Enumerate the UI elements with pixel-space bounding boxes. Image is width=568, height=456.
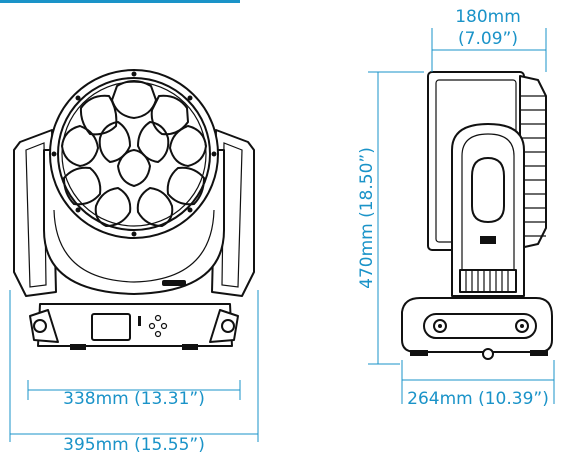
height-label: 470mm (18.50”): [357, 147, 377, 289]
front-base: [37, 303, 233, 347]
front-handle-slot: [162, 280, 186, 286]
depth-top-mm-label: 180mm: [455, 7, 521, 27]
depth-base-label: 264mm (10.39”): [407, 389, 549, 409]
front-view-drawing: [13, 69, 255, 350]
lens-ring-outer: [49, 69, 219, 239]
side-handle: [471, 157, 505, 223]
depth-top-in-label: (7.09”): [458, 29, 518, 49]
front-dimension-lines: [9, 290, 259, 442]
lcd-display: [91, 313, 131, 341]
side-dimension-lines: [368, 28, 555, 404]
header-accent-bar: [0, 0, 240, 3]
side-view-drawing: [401, 71, 553, 360]
width-inner-label: 338mm (13.31”): [63, 389, 205, 409]
width-outer-label: 395mm (15.55”): [63, 435, 205, 455]
lens-array: [61, 80, 207, 227]
control-buttons: [148, 314, 168, 338]
